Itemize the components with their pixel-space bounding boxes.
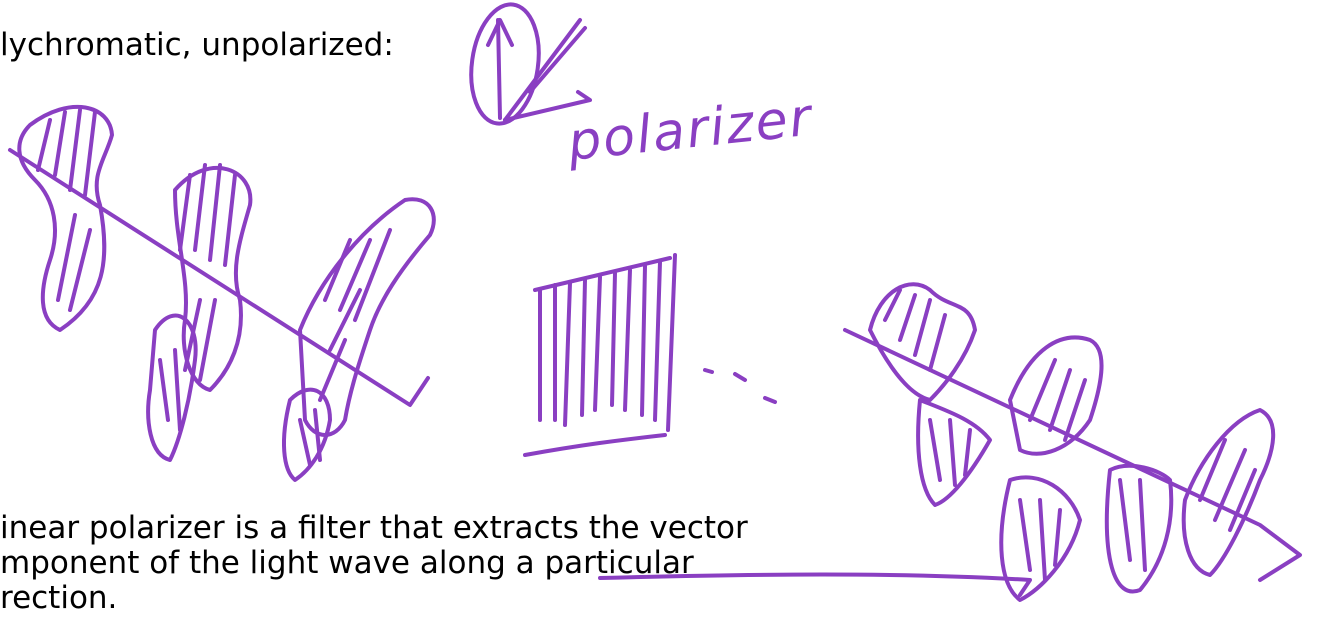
- slide-heading: lychromatic, unpolarized:: [0, 27, 394, 63]
- unpolarized-wave-sketch: [8, 104, 436, 482]
- polarization-symbol-sketch: [469, 2, 592, 126]
- body-line-2: mponent of the light wave along a partic…: [0, 545, 694, 581]
- underline-stroke: [598, 572, 1032, 597]
- handwritten-polarizer-label: polarizer: [564, 87, 817, 173]
- body-line-1: inear polarizer is a filter that extract…: [0, 510, 748, 546]
- polarized-wave-sketch: [843, 282, 1302, 602]
- body-line-3: rection.: [0, 580, 118, 616]
- polarizer-sketch: [523, 253, 777, 457]
